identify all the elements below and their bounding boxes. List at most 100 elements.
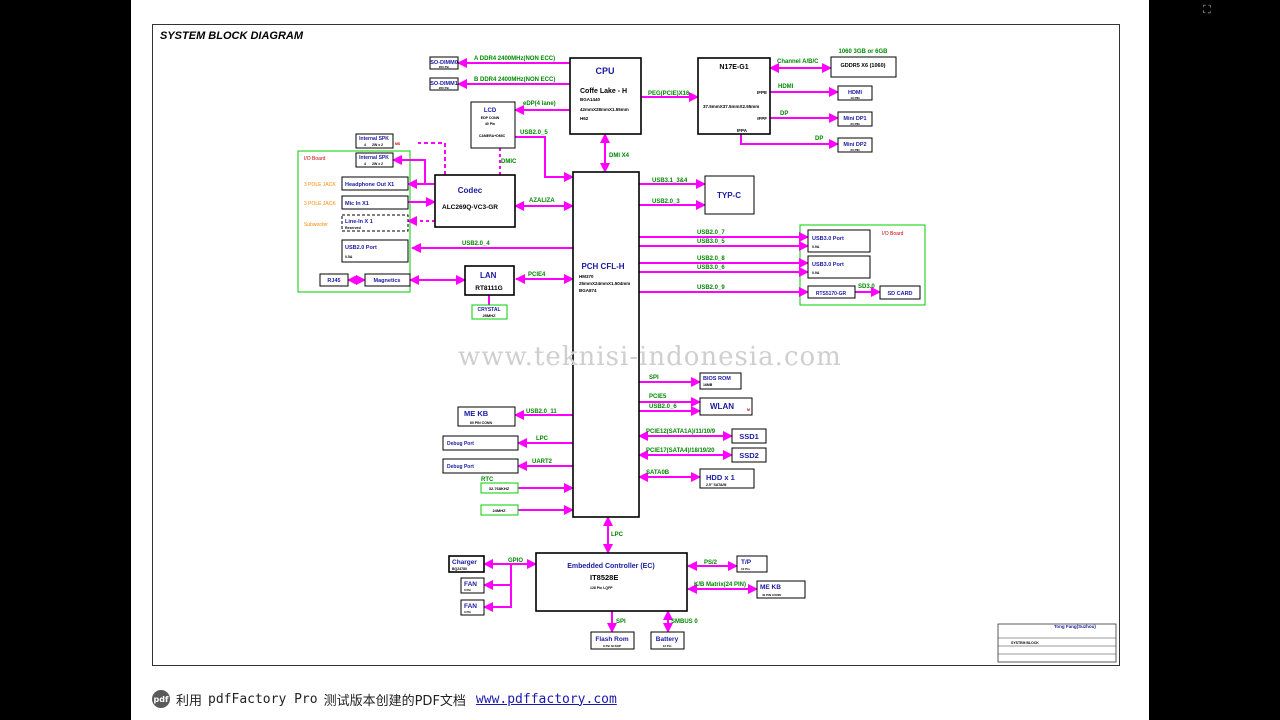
battery-title: Battery xyxy=(656,636,679,643)
label-usb28: USB2.0_8 xyxy=(697,256,725,262)
minidp1-sub: 20 PIN xyxy=(850,122,859,126)
label-hdmi: HDMI xyxy=(778,84,794,90)
pch-title: PCH CFL-H xyxy=(581,262,624,271)
codec-title: Codec xyxy=(458,186,483,195)
titleblock-title: SYSTEM BLOCK xyxy=(1011,641,1039,645)
bus-usb2-5 xyxy=(500,136,574,182)
bus-fan2 xyxy=(483,585,512,612)
label-spi-bot: SPI xyxy=(616,619,626,625)
pch-line1: HM370 xyxy=(579,274,594,279)
usb30b-title: USB3.0 Port xyxy=(812,262,844,268)
io-board-left-label: I/O Board xyxy=(304,156,326,162)
hdmi-block xyxy=(837,85,873,101)
label-pcie12: PCIE12(SATA1A)/11/10/9 xyxy=(646,429,716,435)
rj45-block xyxy=(319,273,349,287)
label-usb24: USB2.0_4 xyxy=(462,241,490,247)
label-smbus: SMBUS 0 xyxy=(671,619,698,625)
lcd-block xyxy=(470,101,516,149)
wlan-title: WLAN xyxy=(710,402,734,411)
hdmi-sub: 19 PIN xyxy=(850,96,859,100)
lan-line1: RT8111G xyxy=(475,285,502,292)
label-usb26: USB2.0_6 xyxy=(649,404,677,410)
label-ddr-b: B DDR4 2400MHz(NON ECC) xyxy=(474,77,555,83)
rj45-title: RJ45 xyxy=(327,278,340,284)
internal-spk-2 xyxy=(355,152,394,168)
charger-block xyxy=(448,555,485,573)
spk1-l1: 4 xyxy=(364,143,366,147)
mekb-top-sub: 60 PIN CONN xyxy=(470,421,492,425)
footer-suffix: 测试版本创建的PDF文档 xyxy=(323,693,466,709)
ssd1-title: SSD1 xyxy=(739,432,759,441)
cpu-title: CPU xyxy=(595,66,614,76)
fan1-block xyxy=(460,577,485,594)
typec-title: TYP-C xyxy=(717,191,741,200)
mekb-bot-sub: 40 PIN CONN xyxy=(762,593,781,597)
label-usb29: USB2.0_9 xyxy=(697,285,725,291)
io-board-right-label: I/O Board xyxy=(882,231,904,237)
label-lpc-ec: LPC xyxy=(611,532,624,538)
dimm1-block xyxy=(429,77,459,91)
cpu-line3: 42mmX28mmX1.55mm xyxy=(580,107,629,112)
lan-block xyxy=(464,265,515,296)
minidp2-block xyxy=(837,137,873,153)
mekb-top-title: ME KB xyxy=(464,409,489,418)
fullscreen-icon[interactable]: ⛶ xyxy=(1203,4,1211,16)
sdcard-title: SD CARD xyxy=(887,291,912,297)
footer-link[interactable]: www.pdffactory.com xyxy=(475,691,617,707)
minidp1-block xyxy=(837,111,873,127)
titleblock-company: Tong Fang(Suzhou) xyxy=(1054,624,1096,629)
headphone-title: Headphone Out X1 xyxy=(345,182,394,188)
linein-block xyxy=(341,214,409,232)
cardreader-title: RTS5170-GR xyxy=(816,291,847,297)
headphone-block xyxy=(341,176,409,191)
wlan-block xyxy=(699,397,753,416)
linein-title: Line-In X 1 xyxy=(345,219,373,225)
label-usb36: USB3.0_6 xyxy=(697,265,725,271)
cpu-block xyxy=(569,57,642,135)
label-lpc-debug: LPC xyxy=(536,436,549,442)
hdd-title: HDD x 1 xyxy=(706,473,735,482)
debug-port-2 xyxy=(442,458,519,474)
linein-sub: Reserved xyxy=(345,226,361,230)
label-rtc: RTC xyxy=(481,477,494,483)
biosrom-title: BIOS ROM xyxy=(703,376,731,382)
gpu-ifpa: IFPA xyxy=(737,128,748,133)
cpu-line4: H62 xyxy=(580,116,589,121)
gddr-note: 1060 3GB or 6GB xyxy=(838,49,888,55)
mic-block xyxy=(341,195,409,210)
wlan-mark: M xyxy=(747,408,750,412)
cardreader-block xyxy=(807,285,856,299)
gddr-block xyxy=(830,56,897,78)
spk2-l1: 4 xyxy=(364,162,366,166)
crystal-title: CRYSTAL xyxy=(477,307,500,313)
usb20-sub: 0.5A xyxy=(345,255,353,259)
magnetics-block xyxy=(364,273,411,287)
ec-line2: 128 Pin LQFP xyxy=(590,586,613,590)
label-edp: eDP(4 lane) xyxy=(523,101,556,107)
label-channel: Channel A/B/C xyxy=(777,59,819,65)
tp-title: T/P xyxy=(741,559,752,566)
gpu-ifpe: IFPE xyxy=(757,90,767,95)
internal-spk-1 xyxy=(355,133,394,149)
dimm0-block xyxy=(429,56,459,70)
dimm1-title: SO-DIMM1 xyxy=(430,81,458,87)
label-usb211: USB2.0_11 xyxy=(526,409,557,415)
ec-block xyxy=(535,552,688,612)
label-uart2: UART2 xyxy=(532,459,553,465)
bus-spk2 xyxy=(392,155,435,185)
crystal-sub: 25MHZ xyxy=(482,313,496,318)
ssd1-block xyxy=(731,428,767,444)
fan2-block xyxy=(460,599,485,616)
usb30-port-b xyxy=(807,255,871,279)
usb30a-title: USB3.0 Port xyxy=(812,236,844,242)
biosrom-block xyxy=(699,372,742,390)
mekb-bot-block xyxy=(756,580,806,599)
usb20-port-block xyxy=(341,239,409,263)
drawing-frame xyxy=(152,24,1120,666)
mic-title: Mic In X1 xyxy=(345,201,369,207)
lcd-line2: 40 Pin xyxy=(485,122,495,126)
usb30-port-a xyxy=(807,229,871,253)
spk1-title: Internal SPK xyxy=(359,136,389,142)
battery-block xyxy=(650,631,685,650)
